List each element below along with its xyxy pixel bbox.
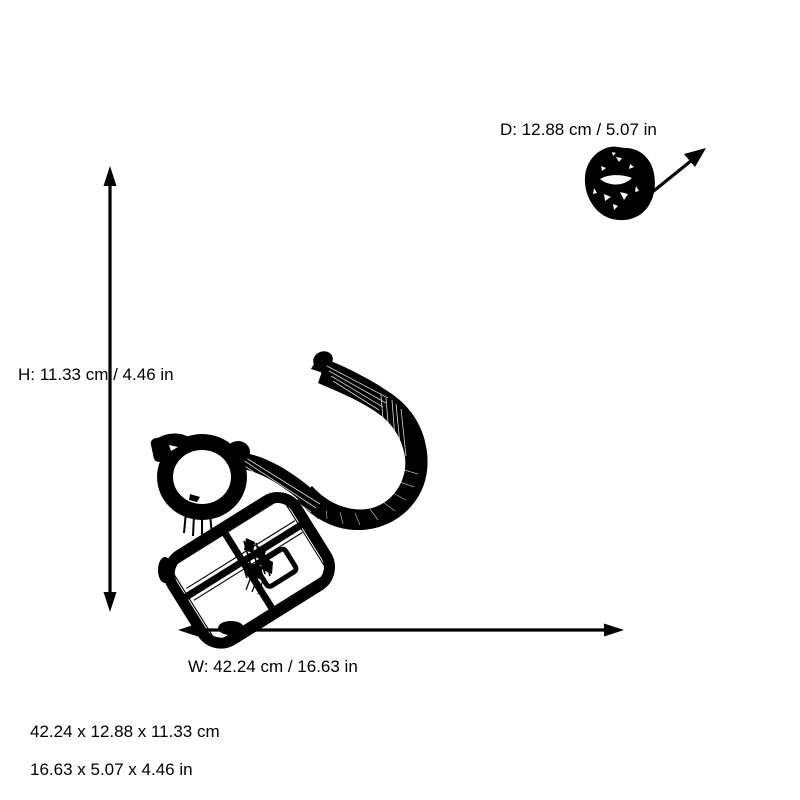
depth-dimension-label: D: 12.88 cm / 5.07 in [500, 120, 657, 139]
summary-centimeters: 42.24 x 12.88 x 11.33 cm [30, 722, 220, 741]
model-detail-cluster [238, 538, 273, 595]
height-dimension-label: H: 11.33 cm / 4.46 in [18, 365, 174, 384]
model-wireframe [150, 351, 428, 649]
summary-inches: 16.63 x 5.07 x 4.46 in [30, 760, 193, 779]
height-dimension-arrow [103, 166, 117, 612]
width-dimension-label: W: 42.24 cm / 16.63 in [188, 657, 358, 676]
depth-object-silhouette [584, 146, 655, 221]
